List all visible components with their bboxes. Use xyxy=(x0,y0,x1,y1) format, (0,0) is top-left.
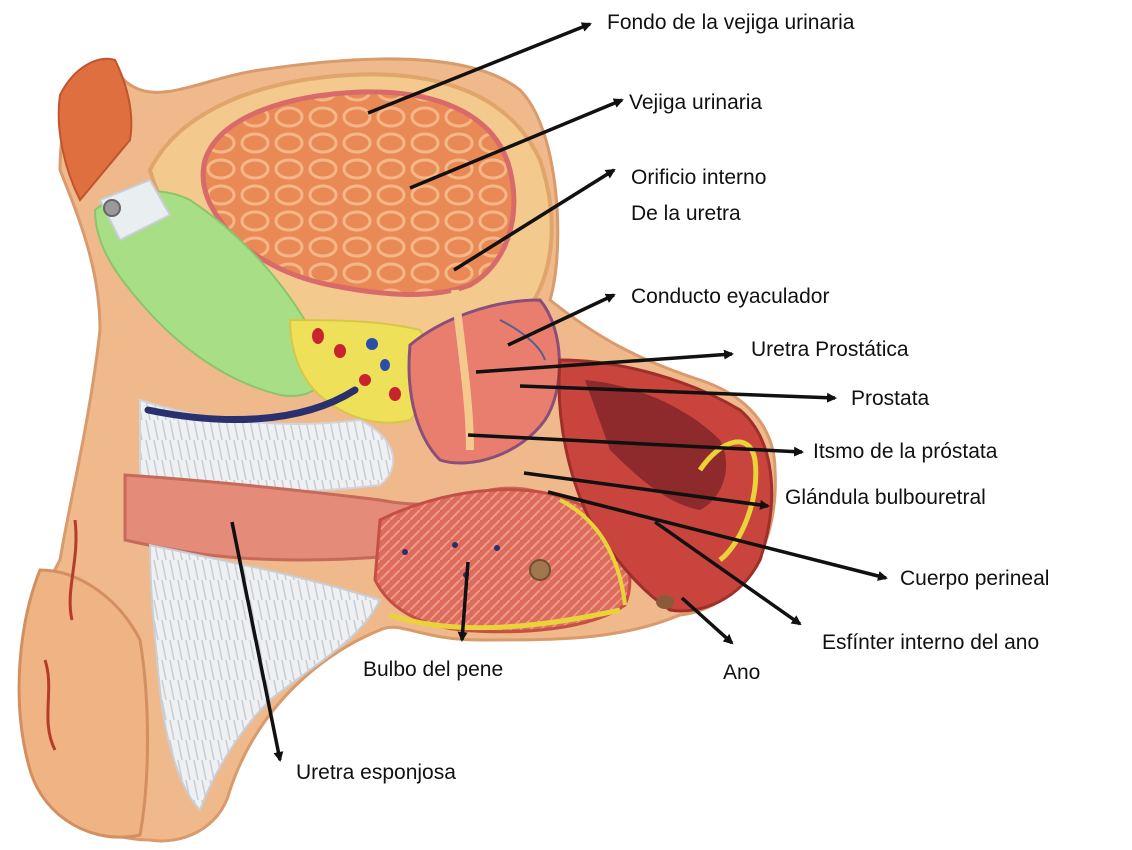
label-conducto-eyaculador: Conducto eyaculador xyxy=(631,283,829,310)
pointer-uretra-esponjosa xyxy=(232,522,280,760)
pointer-vejiga xyxy=(410,100,622,188)
label-itsmo-prostata: Itsmo de la próstata xyxy=(813,438,997,465)
label-cuerpo-perineal: Cuerpo perineal xyxy=(900,565,1049,592)
label-glandula-bulbouretral: Glándula bulbouretral xyxy=(785,484,986,511)
label-uretra-prostatica: Uretra Prostática xyxy=(751,336,909,363)
pointer-orificio xyxy=(454,170,614,270)
label-fondo-vejiga: Fondo de la vejiga urinaria xyxy=(607,9,855,36)
label-esfinter-interno: Esfínter interno del ano xyxy=(822,629,1039,656)
pointer-itsmo xyxy=(468,435,802,452)
label-orificio-linea-1: Orificio interno xyxy=(631,164,766,191)
pointer-fondo-vejiga xyxy=(368,24,590,113)
label-uretra-esponjosa: Uretra esponjosa xyxy=(296,759,456,786)
label-orificio-linea-2: De la uretra xyxy=(631,200,741,227)
pointer-conducto xyxy=(508,295,614,345)
pointer-uretra-prostatica xyxy=(476,354,732,372)
label-vejiga-urinaria: Vejiga urinaria xyxy=(629,89,762,116)
pointer-ano xyxy=(682,598,732,643)
label-ano: Ano xyxy=(723,659,760,686)
pointer-glandula xyxy=(524,473,768,506)
label-bulbo-pene: Bulbo del pene xyxy=(363,656,503,683)
label-prostata: Prostata xyxy=(851,385,929,412)
pointer-bulbo xyxy=(462,562,468,640)
pointer-prostata xyxy=(520,386,835,398)
